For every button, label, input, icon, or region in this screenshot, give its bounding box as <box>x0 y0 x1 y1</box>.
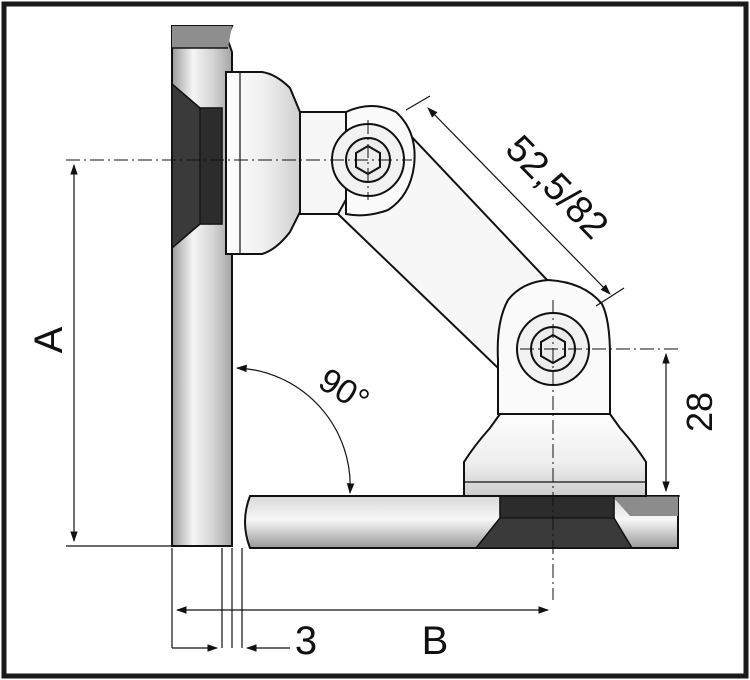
dimension-b-label: B <box>422 619 449 663</box>
center-lines <box>66 120 680 600</box>
dimension-gap-label: 3 <box>295 619 317 663</box>
dimension-28-label: 28 <box>679 392 720 432</box>
dimension-lines <box>66 95 680 652</box>
horizontal-glass-panel <box>244 495 679 549</box>
dimension-a-label: A <box>27 326 71 353</box>
vertical-glass-panel <box>171 25 234 547</box>
